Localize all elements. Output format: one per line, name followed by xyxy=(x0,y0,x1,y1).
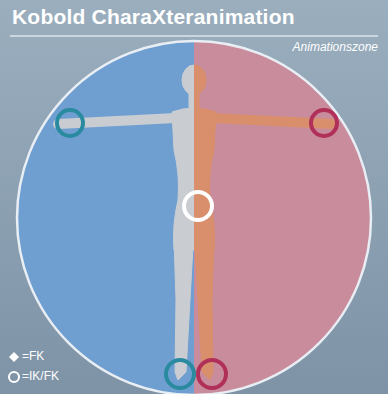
fk-symbol xyxy=(9,352,19,362)
legend-text: =FK xyxy=(22,349,44,363)
title: Kobold CharaXteranimation xyxy=(12,5,295,29)
ikfk-symbol xyxy=(9,372,19,382)
legend-text: =IK/FK xyxy=(22,369,59,383)
zone-label: Animationszone xyxy=(293,40,378,54)
